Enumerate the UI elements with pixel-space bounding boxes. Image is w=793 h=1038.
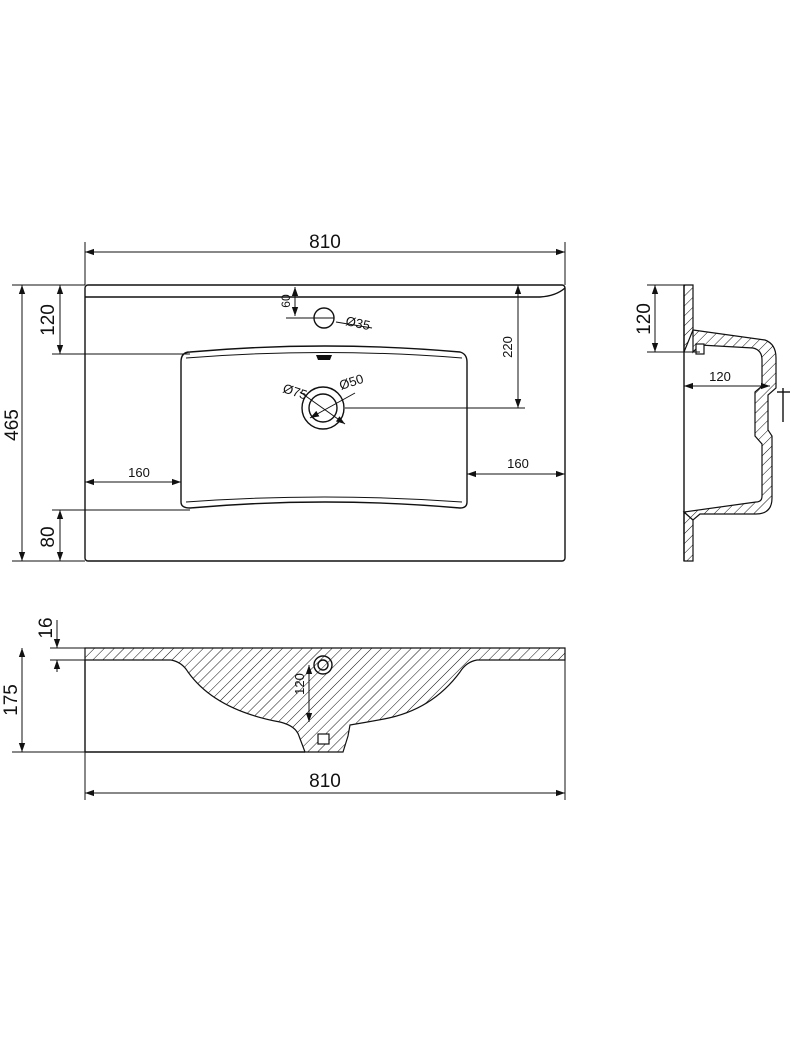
label-drain-inner-diameter: Ø50 (337, 371, 365, 393)
section-overflow-outer (313, 655, 333, 675)
top-slab-outline (84, 284, 566, 562)
label-drain-outer-diameter: Ø75 (281, 381, 309, 403)
label-tap-hole-offset: 60 (279, 294, 293, 308)
label-top-tap-offset: 120 (38, 304, 59, 336)
side-view: 120 120 (634, 284, 790, 562)
tap-hole-leader (335, 321, 373, 329)
label-bowl-right-margin: 160 (507, 456, 529, 471)
label-top-bottom-offset: 80 (38, 526, 59, 547)
label-section-width: 810 (309, 771, 341, 792)
front-section: 16 175 120 810 (1, 617, 566, 800)
top-back-curve (539, 287, 566, 298)
drain-diameter-leader-75 (299, 391, 346, 425)
section-body (84, 647, 566, 753)
section-drain-slot (317, 733, 330, 745)
label-bowl-left-margin: 160 (128, 465, 150, 480)
bowl-outline (180, 345, 468, 509)
label-tap-to-drain: 220 (500, 336, 515, 358)
section-overflow-inner (317, 659, 329, 671)
side-basin-section (682, 329, 777, 521)
bowl-rim-inner (185, 352, 463, 359)
overflow-slot (316, 355, 332, 360)
label-top-height: 465 (2, 409, 23, 441)
label-tap-hole-diameter: Ø35 (344, 313, 371, 333)
side-back-wall (683, 284, 694, 353)
label-section-overflow: 120 (292, 673, 307, 695)
label-side-depth: 120 (709, 369, 731, 384)
label-section-slab: 16 (36, 617, 57, 638)
top-view: 810 465 120 80 60 Ø35 220 Ø75 Ø50 160 16… (2, 232, 566, 562)
drain-outer (301, 386, 345, 430)
side-overflow-clip (695, 343, 705, 355)
bowl-rim-bottom (185, 496, 463, 503)
label-side-height: 120 (634, 303, 655, 335)
label-top-width: 810 (309, 232, 341, 253)
label-section-height: 175 (1, 684, 22, 716)
drain-diameter-leader-50 (309, 392, 356, 419)
drain-inner (308, 393, 338, 423)
